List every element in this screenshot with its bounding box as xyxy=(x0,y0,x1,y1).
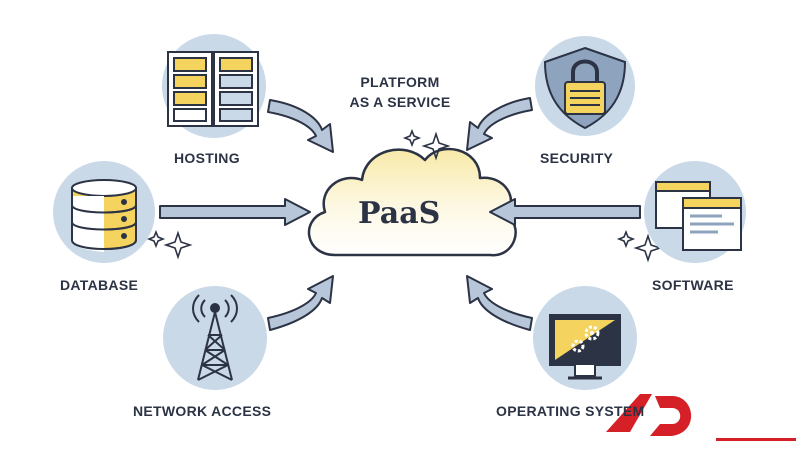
hosting-node xyxy=(162,34,266,138)
platform-subtitle: PLATFORM AS A SERVICE xyxy=(335,72,465,112)
label-os: OPERATING SYSTEM xyxy=(496,403,645,419)
monitor-gear-icon xyxy=(549,314,621,380)
arrow-security xyxy=(466,97,533,151)
label-hosting: HOSTING xyxy=(174,150,240,166)
windows-icon xyxy=(655,181,742,251)
security-node xyxy=(535,36,635,136)
arrow-database xyxy=(159,198,311,226)
antenna-tower-icon xyxy=(192,294,238,381)
arrow-network xyxy=(267,275,334,331)
database-node xyxy=(53,161,155,263)
label-security: SECURITY xyxy=(540,150,614,166)
sparkle-icon xyxy=(146,128,663,263)
ad-logo xyxy=(606,394,796,441)
arrow-software xyxy=(489,198,641,226)
label-software: SOFTWARE xyxy=(652,277,734,293)
network-node xyxy=(163,286,267,390)
subtitle-line-1: PLATFORM xyxy=(360,74,440,90)
arrows xyxy=(159,97,641,331)
paas-title: PaaS xyxy=(358,196,441,231)
label-database: DATABASE xyxy=(60,277,139,293)
software-node xyxy=(644,161,746,263)
arrow-hosting xyxy=(267,99,334,153)
server-icon xyxy=(167,51,259,127)
arrow-os xyxy=(466,275,533,331)
subtitle-line-2: AS A SERVICE xyxy=(349,94,451,110)
label-network: NETWORK ACCESS xyxy=(133,403,272,419)
os-node xyxy=(533,286,637,390)
lock-shield-icon xyxy=(543,46,627,130)
database-icon xyxy=(71,179,137,252)
